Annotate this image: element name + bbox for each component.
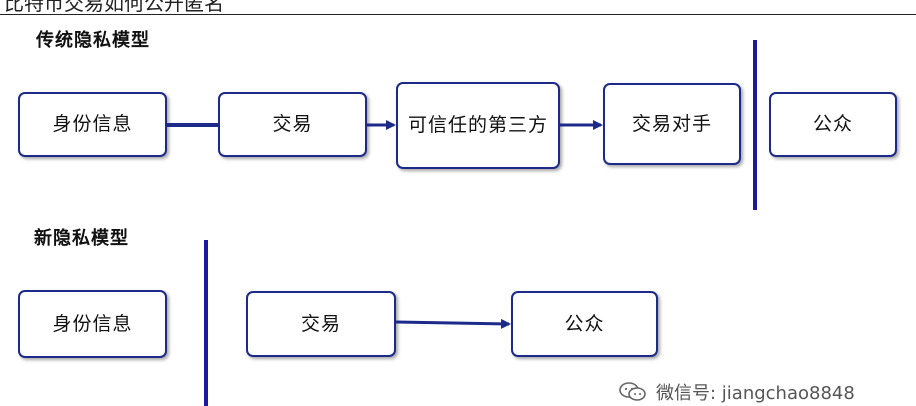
traditional-public-box: 公众 xyxy=(769,92,897,157)
watermark-text: 微信号: jiangchao8848 xyxy=(656,383,855,404)
watermark: 微信号: jiangchao8848 xyxy=(618,380,855,404)
top-rule xyxy=(0,14,916,15)
new-divider xyxy=(204,240,208,406)
traditional-identity-box: 身份信息 xyxy=(18,92,167,157)
trusted-third-party-box: 可信任的第三方 xyxy=(396,82,560,169)
new-public-box: 公众 xyxy=(511,291,658,357)
new-model-title: 新隐私模型 xyxy=(34,228,129,249)
new-identity-box: 身份信息 xyxy=(18,290,167,358)
header-caption: 比特币交易如何公开匿名 xyxy=(4,0,224,15)
wechat-icon xyxy=(619,382,646,401)
new-transaction-to-public-arrow xyxy=(395,318,511,329)
traditional-divider xyxy=(753,40,757,210)
counterparty-box: 交易对手 xyxy=(603,83,741,165)
traditional-model-title: 传统隐私模型 xyxy=(36,30,150,51)
traditional-transaction-box: 交易 xyxy=(218,92,367,157)
new-transaction-box: 交易 xyxy=(246,291,396,357)
